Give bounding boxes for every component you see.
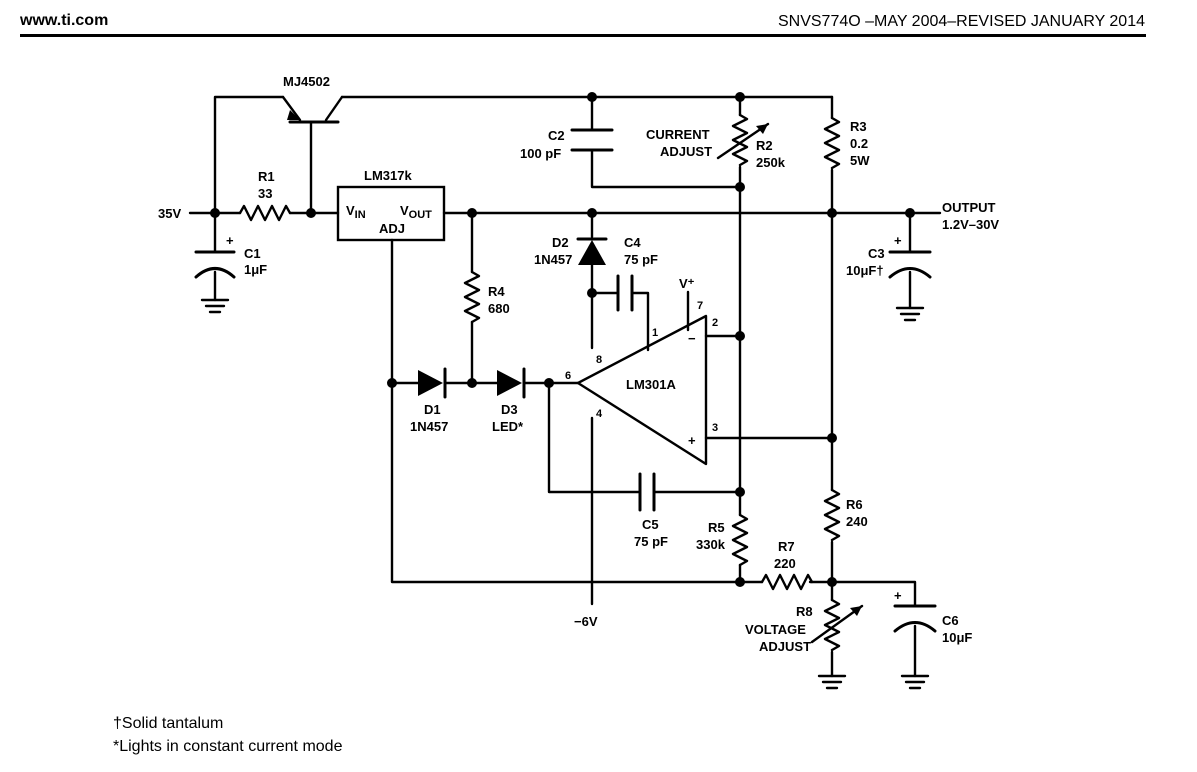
d1-name: D1: [424, 402, 441, 417]
resistor-r6: [823, 488, 841, 542]
c4-name: C4: [624, 235, 641, 250]
opamp-minus: −: [688, 331, 696, 346]
c3-plus: +: [894, 233, 902, 248]
d1-value: 1N457: [410, 419, 448, 434]
capacitor-c1: [194, 250, 236, 279]
d2-name: D2: [552, 235, 569, 250]
opamp-lm301a: [576, 314, 708, 466]
voltage-adjust-line1: VOLTAGE: [745, 622, 806, 637]
r8-name: R8: [796, 604, 813, 619]
r6-name: R6: [846, 497, 863, 512]
c2-name: C2: [548, 128, 565, 143]
r3-value: 0.2: [850, 136, 868, 151]
r1-value: 33: [258, 186, 272, 201]
input-voltage-label: 35V: [158, 206, 181, 221]
resistor-r7: [760, 573, 814, 591]
capacitor-c4: [616, 274, 634, 312]
r3-name: R3: [850, 119, 867, 134]
ground-c3: [895, 306, 925, 322]
c4-value: 75 pF: [624, 252, 658, 267]
ground-r8: [817, 674, 847, 690]
transistor-q1: [281, 95, 344, 124]
c3-value: 10μF†: [846, 263, 884, 278]
r7-value: 220: [774, 556, 796, 571]
pin-3: 3: [712, 422, 718, 434]
r4-value: 680: [488, 301, 510, 316]
diode-d1: [418, 367, 447, 399]
current-adjust-line1: CURRENT: [646, 127, 710, 142]
pin-4: 4: [596, 408, 603, 420]
capacitor-c2: [570, 128, 614, 152]
ground-c1: [200, 298, 230, 314]
pin-6: 6: [565, 370, 571, 382]
u1-name: LM317k: [364, 168, 412, 183]
regulator-lm317k: [336, 185, 446, 242]
c1-plus: +: [226, 233, 234, 248]
u1-vin: VIN: [346, 203, 366, 221]
r6-value: 240: [846, 514, 868, 529]
note-led: *Lights in constant current mode: [113, 738, 343, 755]
r5-value: 330k: [696, 537, 726, 552]
u2-name: LM301A: [626, 377, 676, 392]
ground-c6: [900, 674, 930, 690]
pin-8: 8: [596, 354, 602, 366]
c6-name: C6: [942, 613, 959, 628]
r4-name: R4: [488, 284, 505, 299]
pin-1: 1: [652, 327, 658, 339]
resistor-r2: [716, 113, 770, 167]
c6-plus: +: [894, 588, 902, 603]
capacitor-c5: [638, 472, 656, 512]
header-doc-id: SNVS774O –MAY 2004–REVISED JANUARY 2014: [777, 13, 1145, 30]
resistor-r8: [810, 598, 864, 652]
neg-supply-label: −6V: [574, 614, 598, 629]
c1-value: 1μF: [244, 262, 267, 277]
pin-2: 2: [712, 317, 718, 329]
c6-value: 10μF: [942, 630, 972, 645]
c5-value: 75 pF: [634, 534, 668, 549]
opamp-plus: +: [688, 433, 696, 448]
resistor-r3: [823, 116, 841, 170]
resistor-r4: [463, 270, 481, 324]
r5-name: R5: [708, 520, 725, 535]
r2-name: R2: [756, 138, 773, 153]
c2-value: 100 pF: [520, 146, 561, 161]
led-d3: [497, 367, 526, 399]
r1-name: R1: [258, 169, 275, 184]
wires: [188, 95, 942, 678]
header-site: www.ti.com: [20, 12, 109, 29]
c3-name: C3: [868, 246, 885, 261]
r2-value: 250k: [756, 155, 786, 170]
junction-dots: [210, 92, 915, 587]
note-tantalum: †Solid tantalum: [113, 715, 224, 732]
voltage-adjust-line2: ADJUST: [759, 639, 811, 654]
r7-name: R7: [778, 539, 795, 554]
u1-vout: VOUT: [400, 203, 432, 221]
output-range: 1.2V–30V: [942, 217, 999, 232]
current-adjust-line2: ADJUST: [660, 144, 712, 159]
capacitor-c3: [888, 250, 932, 279]
capacitor-c6: [893, 604, 937, 633]
resistor-r5: [731, 513, 749, 567]
d2-value: 1N457: [534, 252, 572, 267]
c5-name: C5: [642, 517, 659, 532]
c1-name: C1: [244, 246, 261, 261]
d3-name: D3: [501, 402, 518, 417]
r3-power: 5W: [850, 153, 870, 168]
u1-adj: ADJ: [379, 221, 405, 236]
resistor-r1: [238, 204, 292, 222]
diode-d2: [576, 237, 608, 265]
pin-7: 7: [697, 300, 703, 312]
q1-label: MJ4502: [283, 74, 330, 89]
vplus-label: V⁺: [679, 276, 695, 291]
header-rule: [20, 34, 1146, 37]
d3-value: LED*: [492, 419, 524, 434]
output-label: OUTPUT: [942, 200, 996, 215]
